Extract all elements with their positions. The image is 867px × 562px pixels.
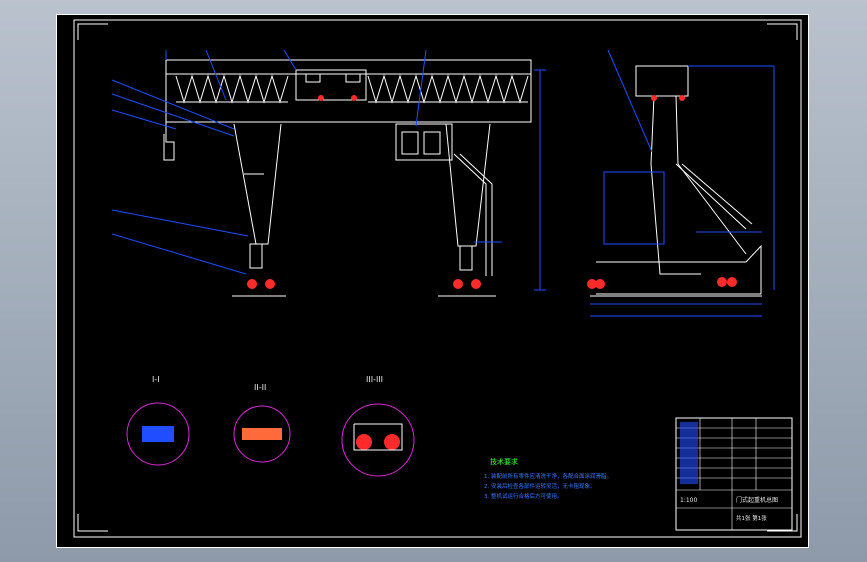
drawing-sheet[interactable]: I-I II-II III-III 技术要求 1. 装配前所有零件应清洗干净，各… <box>56 14 809 548</box>
tech-note-3: 3. 整机试运行合格后方可使用。 <box>484 492 563 500</box>
corner-marks <box>77 23 798 532</box>
dimension-lines-side <box>590 49 775 317</box>
inner-frame <box>73 19 802 538</box>
title-block-scale: 1:100 <box>680 497 697 504</box>
dimension-lines-front <box>111 49 546 291</box>
section-labels: I-I II-II III-III <box>152 375 383 392</box>
section-label-1: I-I <box>152 375 160 384</box>
gantry-side-view <box>590 65 762 297</box>
section-label-3: III-III <box>366 375 383 384</box>
title-block-title: 门式起重机总图 <box>736 496 778 504</box>
tech-notes-heading: 技术要求 <box>490 457 518 466</box>
drawing-canvas: I-I II-II III-III 技术要求 1. 装配前所有零件应清洗干净，各… <box>56 14 809 548</box>
bogie-marks-front <box>247 95 481 289</box>
tech-note-2: 2. 安装后检查各部件运转灵活，无卡阻现象。 <box>484 482 596 490</box>
technical-notes: 技术要求 1. 装配前所有零件应清洗干净，各配合面涂润滑脂。 2. 安装后检查各… <box>484 457 612 500</box>
section-details <box>126 402 415 477</box>
gantry-front-view <box>163 59 532 297</box>
bogie-marks-side <box>587 95 737 289</box>
title-block-sheet: 共1张 第1张 <box>736 514 767 522</box>
outer-border <box>56 14 809 548</box>
section-label-2: II-II <box>254 383 266 392</box>
tech-note-1: 1. 装配前所有零件应清洗干净，各配合面涂润滑脂。 <box>484 472 612 480</box>
title-block: 门式起重机总图 1:100 共1张 第1张 <box>675 417 793 531</box>
